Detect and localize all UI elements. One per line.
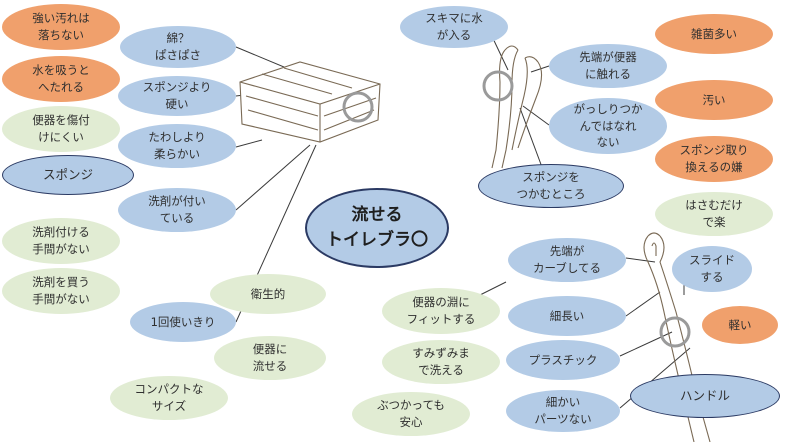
pro-no-detergent-needed: 洗剤付ける 手間がない bbox=[2, 218, 120, 264]
feature-firm-grip: がっしりつか んではなれ ない bbox=[549, 98, 667, 154]
feature-detergent: 洗剤が付い ている bbox=[118, 188, 236, 232]
con-light: 軽い bbox=[702, 306, 778, 344]
pro-thorough: すみずみま で洗える bbox=[382, 340, 500, 384]
center-topic: 流せる トイレブラ〇 bbox=[305, 188, 449, 268]
pro-compact: コンパクトな サイズ bbox=[110, 376, 228, 420]
feature-tip-touches: 先端が便器 に触れる bbox=[549, 44, 667, 88]
keyword-handle: ハンドル bbox=[630, 374, 780, 418]
pro-rim-fit: 便器の淵に フィットする bbox=[382, 288, 500, 334]
con-soggy: 水を吸うと へたれる bbox=[2, 56, 120, 102]
feature-softer: たわしより 柔らかい bbox=[118, 124, 236, 168]
pro-hygienic: 衛生的 bbox=[210, 274, 326, 314]
pro-safe-bump: ぶつかっても 安心 bbox=[352, 392, 470, 436]
feature-cotton: 綿？ ぱさぱさ bbox=[120, 26, 236, 68]
pro-gentle: 便器を傷付 けにくい bbox=[2, 106, 120, 152]
sponge-illustration-icon bbox=[239, 61, 381, 143]
handle-illustration-icon bbox=[643, 232, 711, 442]
feature-single-use: 1回使いきり bbox=[130, 302, 236, 342]
feature-curved-tip: 先端が カーブしてる bbox=[508, 238, 626, 282]
keyword-grip: スポンジを つかむところ bbox=[478, 164, 624, 208]
pro-no-detergent-buy: 洗剤を買う 手間がない bbox=[2, 268, 120, 314]
keyword-sponge: スポンジ bbox=[2, 155, 134, 195]
feature-slender: 細長い bbox=[508, 296, 626, 336]
feature-harder: スポンジより 硬い bbox=[118, 76, 236, 116]
feature-plastic: プラスチック bbox=[506, 340, 620, 380]
pro-easy-clip: はさむだけ で楽 bbox=[655, 192, 773, 236]
feature-no-small-parts: 細かい パーツない bbox=[506, 390, 620, 432]
con-germs: 雑菌多い bbox=[655, 14, 773, 54]
con-strong-dirt: 強い汚れは 落ちない bbox=[2, 4, 120, 50]
grip-illustration-icon bbox=[482, 45, 543, 169]
con-dirty: 汚い bbox=[655, 80, 773, 120]
feature-water-gap: スキマに水 が入る bbox=[400, 6, 508, 48]
con-sponge-replace: スポンジ取り 換えるの嫌 bbox=[655, 136, 773, 182]
pro-flushable: 便器に 流せる bbox=[214, 336, 326, 380]
feature-slides: スライド する bbox=[672, 246, 752, 292]
